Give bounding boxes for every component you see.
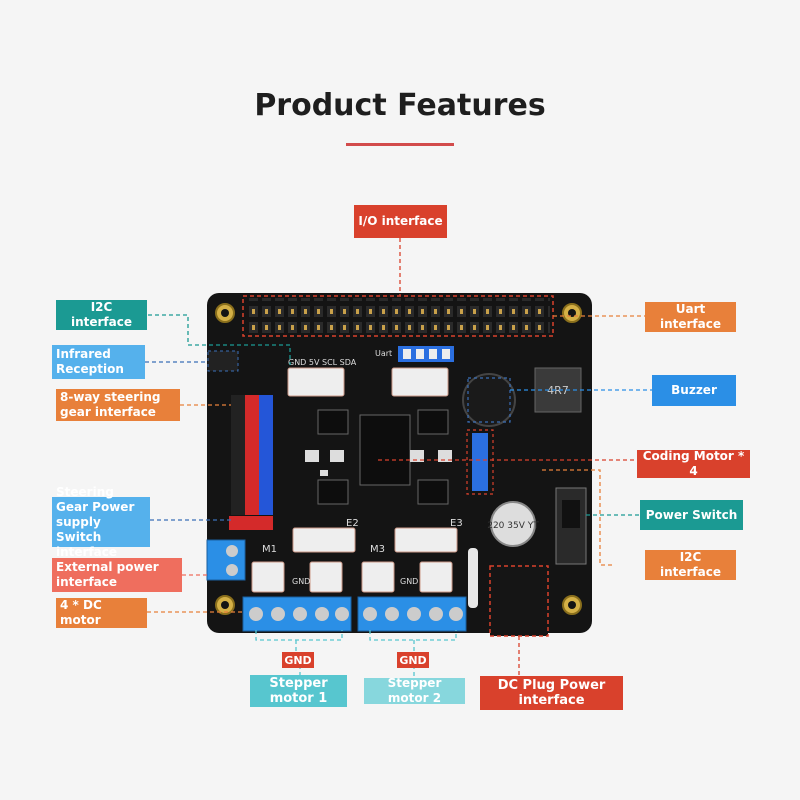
coding-header bbox=[472, 433, 488, 491]
dc-motor-label: 4 * DC motor bbox=[56, 598, 147, 628]
dc-motor-terminals bbox=[242, 596, 467, 632]
title-underline bbox=[346, 143, 454, 146]
gnd-label-2: GND bbox=[397, 652, 429, 668]
capacitor-label: 220 35V YT bbox=[487, 521, 539, 531]
buzzer-label: Buzzer bbox=[652, 375, 736, 406]
uart-blue-header bbox=[398, 346, 454, 362]
jst-top bbox=[287, 367, 449, 397]
servo-header bbox=[229, 395, 273, 530]
steering-gear-8way-label: 8-way steering gear interface bbox=[56, 389, 180, 421]
page-title: Product Features bbox=[254, 88, 546, 123]
driver-chips bbox=[317, 409, 449, 505]
stepper-motor-2-label: Stepper motor 2 bbox=[364, 676, 465, 705]
i2c-interface-right-label: I2C interface bbox=[645, 550, 736, 580]
uart-interface-label: Uart interface bbox=[645, 302, 736, 332]
board-silk-gnd5v: GND 5V SCL SDA bbox=[288, 358, 357, 367]
external-power-label: External power interface bbox=[52, 558, 182, 592]
external-power-terminal bbox=[206, 539, 246, 581]
board-silk-gnd1: GND bbox=[292, 577, 310, 586]
inductor-label: 4R7 bbox=[547, 384, 569, 397]
board-silk-uart: Uart bbox=[375, 349, 392, 358]
dc-plug-component bbox=[489, 565, 549, 637]
jst-encoder bbox=[292, 527, 458, 553]
infrared-reception-label: Infrared Reception bbox=[52, 345, 145, 379]
jst-motor bbox=[251, 561, 453, 593]
callout-lines bbox=[145, 238, 652, 678]
gnd-label-1: GND bbox=[282, 652, 314, 668]
board-silk-m1: M1 bbox=[262, 544, 277, 555]
io-interface-label: I/O interface bbox=[354, 205, 447, 238]
board-silk-e3: E3 bbox=[450, 518, 463, 529]
dc-plug-power-label: DC Plug Power interface bbox=[480, 676, 623, 710]
i2c-interface-top-label: I2C interface bbox=[56, 300, 147, 330]
steering-power-switch-label: Steering Gear Power supply Switch interf… bbox=[52, 485, 150, 559]
infrared-sensor bbox=[207, 350, 239, 372]
capacitor bbox=[490, 501, 536, 547]
coding-motor-label: Coding Motor * 4 bbox=[637, 449, 750, 478]
board-silk-gnd2: GND bbox=[400, 577, 418, 586]
board-silk-e2: E2 bbox=[346, 518, 359, 529]
io-header bbox=[246, 298, 550, 334]
board-silk-m3: M3 bbox=[370, 544, 385, 555]
power-switch-label: Power Switch bbox=[640, 500, 743, 530]
stepper-motor-1-label: Stepper motor 1 bbox=[250, 675, 347, 707]
buzzer-component bbox=[462, 373, 516, 427]
